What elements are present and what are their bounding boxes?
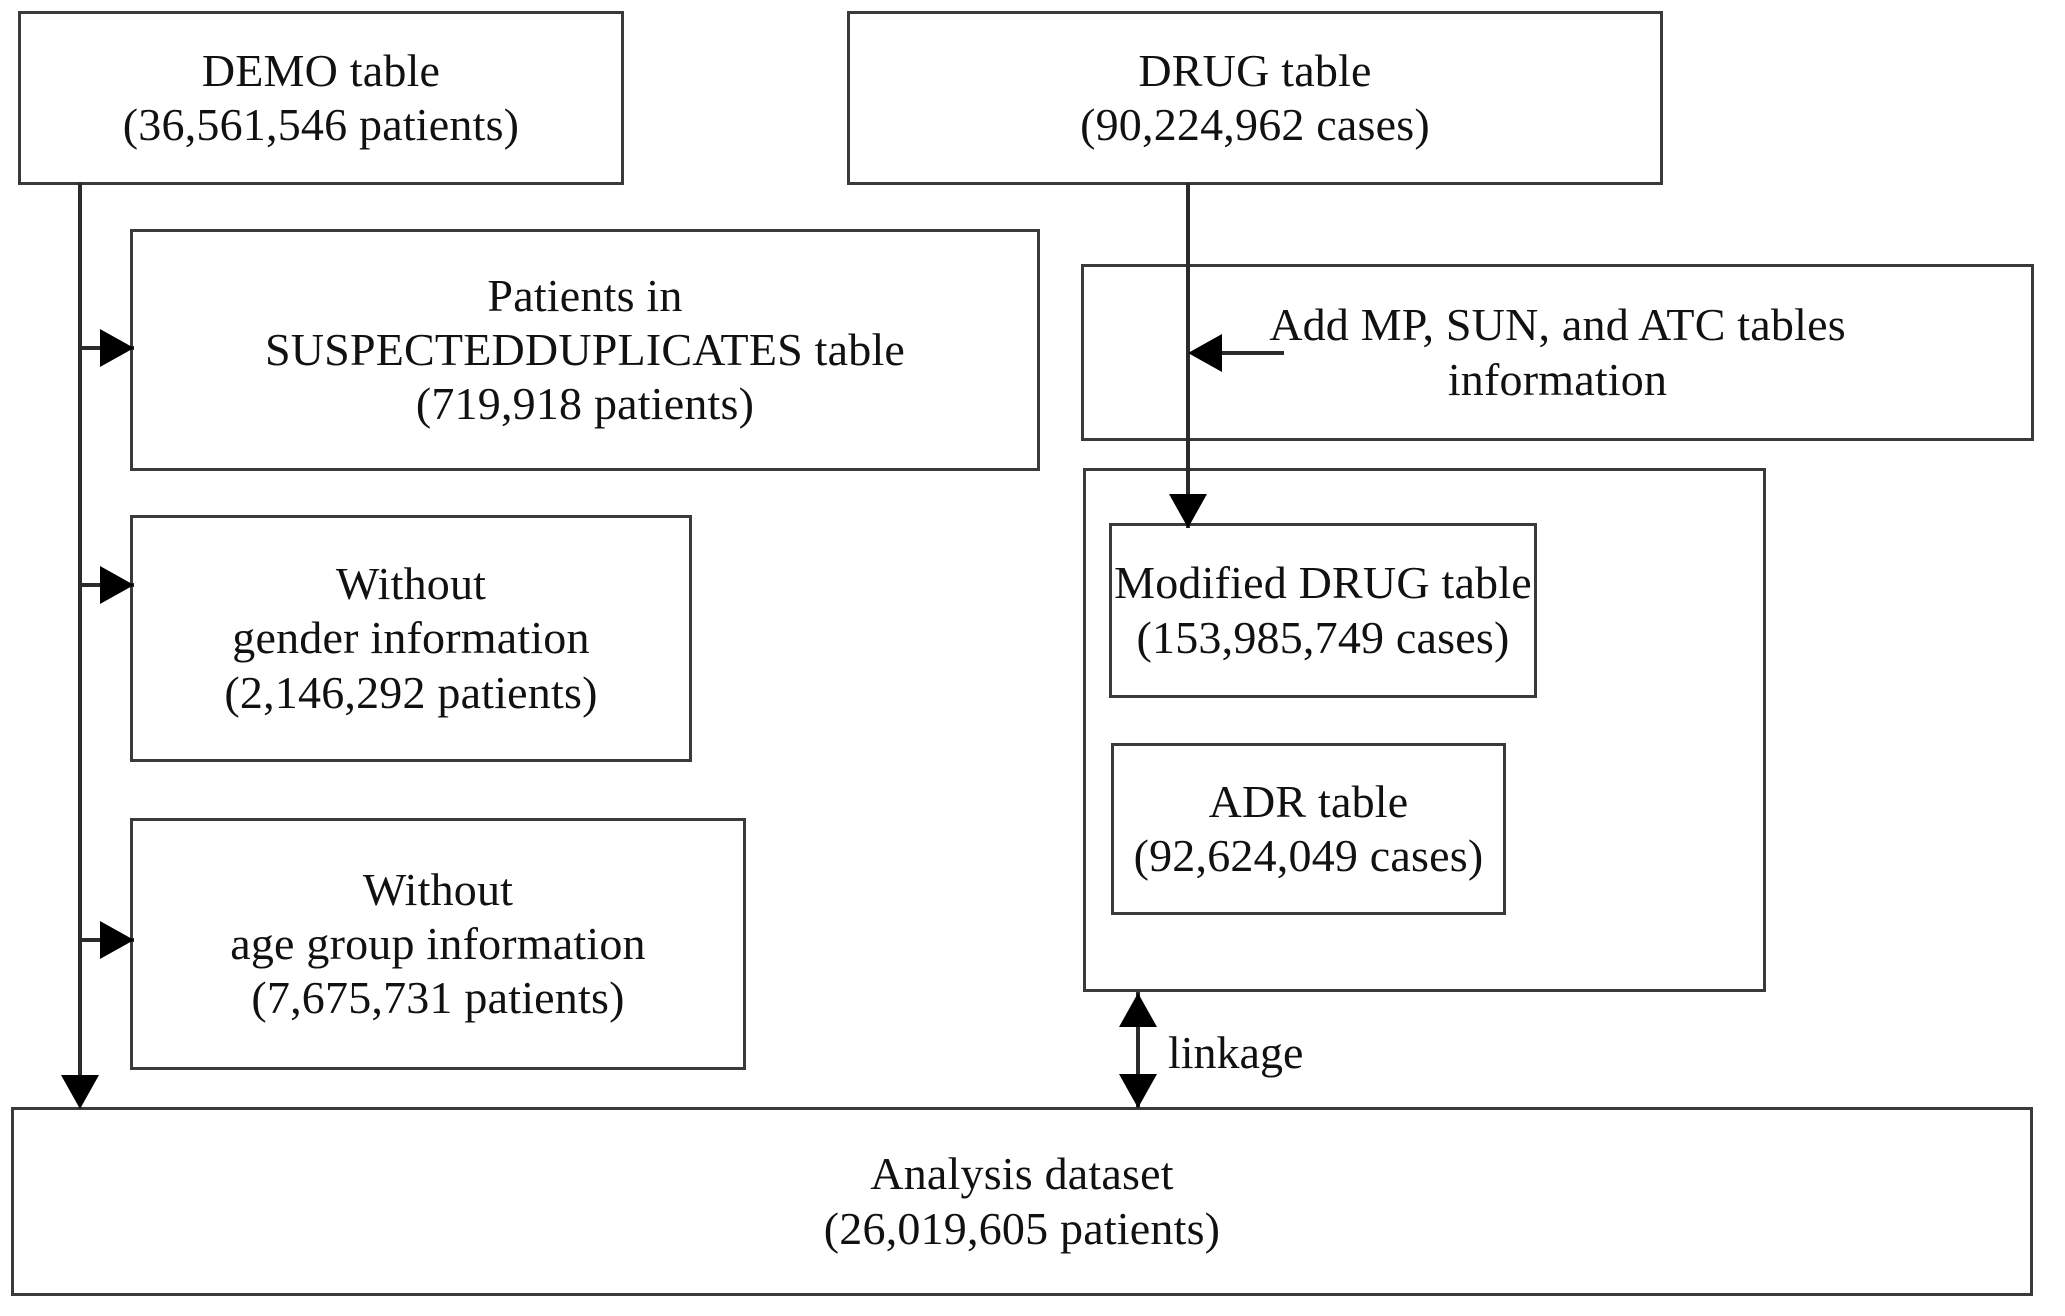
node-drug-table-line1: DRUG table — [1138, 44, 1372, 96]
edge-demo-to-agegroup-arrowhead — [100, 921, 134, 959]
node-demo-table-line1: DEMO table — [201, 44, 441, 96]
node-without-age-group-information-line2: age group information — [230, 917, 646, 969]
node-suspected-duplicates-line2: SUSPECTEDDUPLICATES table — [264, 323, 906, 375]
node-adr-table[interactable]: ADR table (92,624,049 cases) — [1111, 743, 1506, 915]
edge-linkage-arrowhead-down — [1119, 1074, 1157, 1108]
edge-addinfo-to-drug-arrowhead — [1188, 334, 1222, 372]
edge-linkage-line — [1136, 992, 1140, 1108]
node-without-gender-information-line2: gender information — [232, 612, 590, 664]
edge-addinfo-to-drug-stem — [1222, 351, 1284, 355]
node-without-gender-information[interactable]: Without gender information (2,146,292 pa… — [130, 515, 692, 762]
edge-demo-to-analysis-arrowhead — [61, 1075, 99, 1109]
node-modified-drug-table[interactable]: Modified DRUG table (153,985,749 cases) — [1109, 523, 1537, 698]
node-adr-table-line1: ADR table — [1208, 775, 1409, 827]
edge-linkage-arrowhead-up — [1119, 993, 1157, 1027]
node-without-age-group-information[interactable]: Without age group information (7,675,731… — [130, 818, 746, 1070]
node-without-gender-information-line1: Without — [335, 558, 487, 610]
node-analysis-dataset-line1: Analysis dataset — [870, 1148, 1174, 1200]
node-without-age-group-information-line1: Without — [362, 863, 514, 915]
node-add-mp-sun-atc-info-line2: information — [1447, 353, 1668, 405]
node-suspected-duplicates-line1: Patients in — [487, 269, 683, 321]
node-without-age-group-information-line3: (7,675,731 patients) — [251, 972, 625, 1024]
node-demo-table[interactable]: DEMO table (36,561,546 patients) — [18, 11, 624, 185]
node-analysis-dataset-line2: (26,019,605 patients) — [823, 1202, 1221, 1254]
edge-linkage-label: linkage — [1168, 1027, 1304, 1078]
node-add-mp-sun-atc-info-line1: Add MP, SUN, and ATC tables — [1269, 299, 1846, 351]
node-analysis-dataset[interactable]: Analysis dataset (26,019,605 patients) — [11, 1107, 2033, 1296]
node-drug-table[interactable]: DRUG table (90,224,962 cases) — [847, 11, 1663, 185]
node-suspected-duplicates[interactable]: Patients in SUSPECTEDDUPLICATES table (7… — [130, 229, 1040, 471]
node-demo-table-line2: (36,561,546 patients) — [122, 99, 520, 150]
node-without-gender-information-line3: (2,146,292 patients) — [224, 666, 598, 718]
edge-demo-to-suspected-arrowhead — [100, 329, 134, 367]
node-modified-drug-table-line1: Modified DRUG table — [1114, 557, 1532, 609]
edge-drug-to-modified-drug-arrowhead — [1169, 494, 1207, 528]
node-drug-table-line2: (90,224,962 cases) — [1080, 99, 1430, 150]
node-modified-drug-table-line2: (153,985,749 cases) — [1136, 611, 1510, 663]
node-adr-table-line2: (92,624,049 cases) — [1133, 830, 1484, 881]
edge-demo-spine — [78, 183, 82, 1087]
node-suspected-duplicates-line3: (719,918 patients) — [415, 378, 755, 430]
edge-demo-to-gender-arrowhead — [100, 566, 134, 604]
